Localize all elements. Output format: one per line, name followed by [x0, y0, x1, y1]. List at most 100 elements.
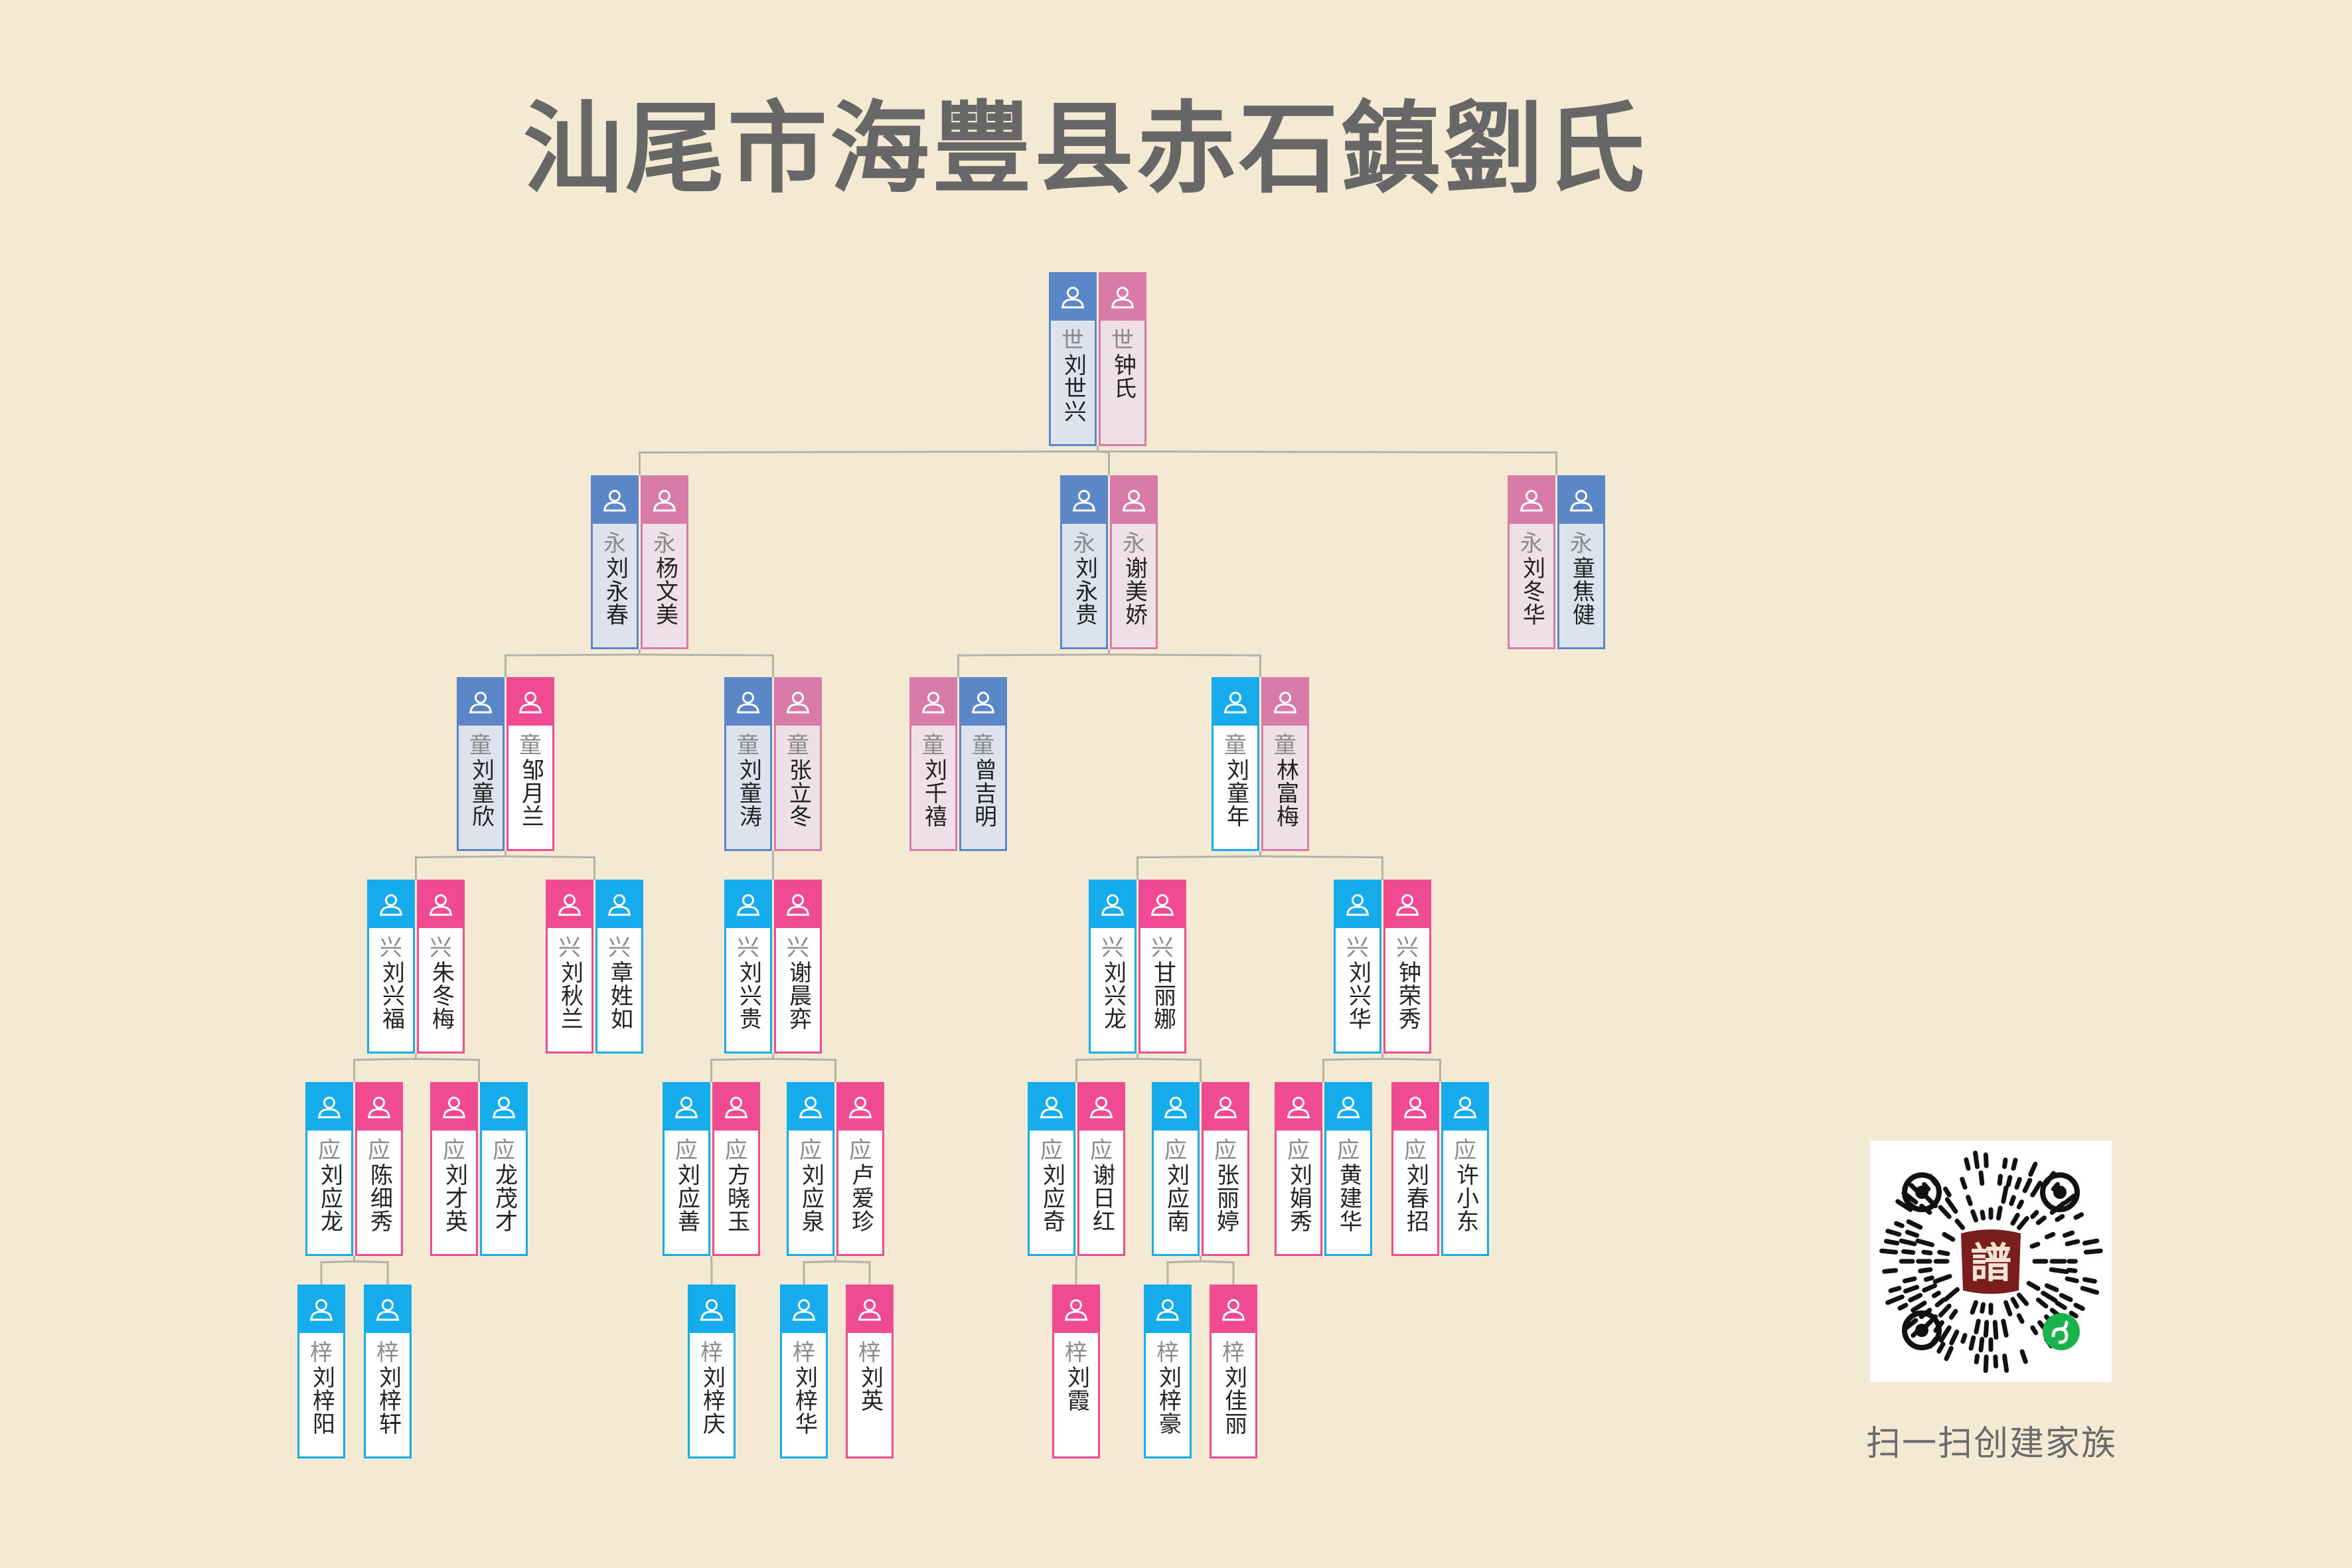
member-card[interactable]: 童曾吉明: [959, 677, 1007, 851]
member-card[interactable]: 童林富梅: [1261, 677, 1309, 851]
member-card[interactable]: 梓刘梓阳: [297, 1285, 345, 1458]
member-avatar: [1443, 1084, 1487, 1131]
member-card[interactable]: 童刘童欣: [457, 677, 505, 851]
member-avatar: [1204, 1084, 1247, 1131]
member-avatar: [789, 1084, 832, 1131]
member-card[interactable]: 兴甘丽娜: [1138, 880, 1186, 1054]
member-card[interactable]: 梓刘梓华: [780, 1285, 828, 1458]
person-icon: [608, 894, 631, 916]
member-card[interactable]: 童刘童涛: [724, 677, 772, 851]
member-card[interactable]: 永刘永春: [591, 475, 639, 649]
tree-connector-line: [1200, 1256, 1235, 1285]
generation-char: 兴: [1101, 935, 1124, 961]
generation-char: 兴: [380, 935, 402, 961]
member-card[interactable]: 兴刘兴贵: [724, 880, 772, 1054]
generation-char: 梓: [793, 1340, 815, 1366]
person-icon: [1570, 490, 1593, 512]
tree-connector-line: [710, 1054, 774, 1082]
member-card[interactable]: 兴章姓如: [595, 880, 643, 1054]
member-card[interactable]: 应刘应南: [1152, 1082, 1200, 1256]
member-card[interactable]: 应方晓玉: [712, 1082, 760, 1256]
member-card[interactable]: 应许小东: [1441, 1082, 1489, 1256]
member-card[interactable]: 应谢日红: [1077, 1082, 1125, 1256]
member-avatar: [597, 882, 641, 928]
member-name: 刘兴贵: [735, 961, 762, 1030]
member-card[interactable]: 童张立冬: [774, 677, 822, 851]
person-icon: [1090, 1097, 1113, 1119]
generation-char: 永: [1123, 530, 1145, 557]
member-card[interactable]: 应刘娟秀: [1275, 1082, 1322, 1256]
qr-code[interactable]: 譜: [1870, 1140, 2112, 1382]
member-card[interactable]: 兴朱冬梅: [417, 880, 465, 1054]
member-card[interactable]: 应刘应泉: [787, 1082, 834, 1256]
member-card[interactable]: 永谢美娇: [1110, 475, 1158, 649]
generation-char: 应: [725, 1137, 747, 1164]
member-card[interactable]: 永童焦健: [1557, 475, 1605, 649]
tree-connector-line: [1381, 1054, 1441, 1082]
member-card[interactable]: 梓刘梓豪: [1144, 1285, 1192, 1458]
member-avatar: [1385, 882, 1429, 928]
member-card[interactable]: 兴谢晨弈: [774, 880, 822, 1054]
member-name: 林富梅: [1272, 758, 1299, 828]
member-card[interactable]: 兴刘兴华: [1334, 880, 1381, 1054]
member-card[interactable]: 应卢爱珍: [836, 1082, 884, 1256]
generation-char: 兴: [1396, 935, 1419, 961]
tree-connector-line: [772, 1054, 836, 1082]
member-card[interactable]: 永刘永贵: [1060, 475, 1108, 649]
member-avatar: [776, 882, 820, 928]
member-name: 张丽婷: [1212, 1163, 1239, 1233]
person-icon: [1156, 1299, 1179, 1321]
generation-char: 童: [519, 732, 542, 759]
member-name: 刘永春: [601, 556, 629, 626]
person-icon: [787, 894, 809, 916]
member-name: 钟荣秀: [1394, 961, 1421, 1030]
member-name: 刘英: [856, 1366, 884, 1412]
member-avatar: [299, 1287, 343, 1333]
generation-char: 兴: [787, 935, 809, 961]
member-card[interactable]: 应刘春招: [1391, 1082, 1439, 1256]
tree-connector-line: [1097, 446, 1557, 475]
member-name: 刘永贵: [1071, 556, 1098, 626]
member-card[interactable]: 兴刘兴龙: [1089, 880, 1137, 1054]
generation-char: 童: [1224, 732, 1247, 759]
member-card[interactable]: 梓刘英: [846, 1285, 894, 1458]
generation-char: 兴: [1151, 935, 1174, 961]
member-card[interactable]: 应刘才英: [430, 1082, 478, 1256]
member-name: 刘童年: [1222, 758, 1249, 828]
member-card[interactable]: 梓刘梓轩: [364, 1285, 412, 1458]
member-avatar: [848, 1287, 892, 1333]
member-card[interactable]: 梓刘梓庆: [688, 1285, 736, 1458]
member-avatar: [307, 1084, 351, 1131]
member-card[interactable]: 永杨文美: [641, 475, 688, 649]
member-avatar: [593, 477, 637, 524]
generation-char: 永: [1520, 530, 1543, 557]
member-card[interactable]: 童刘千禧: [909, 677, 957, 851]
member-card[interactable]: 应刘应善: [663, 1082, 710, 1256]
member-card[interactable]: 梓刘霞: [1052, 1285, 1100, 1458]
member-card[interactable]: 童刘童年: [1212, 677, 1259, 851]
member-avatar: [911, 679, 955, 726]
member-name: 刘梓轩: [374, 1366, 402, 1435]
member-card[interactable]: 永刘冬华: [1508, 475, 1555, 649]
member-card[interactable]: 世刘世兴: [1049, 272, 1097, 446]
member-card[interactable]: 兴钟荣秀: [1383, 880, 1431, 1054]
generation-char: 梓: [1222, 1340, 1245, 1366]
member-card[interactable]: 应陈细秀: [355, 1082, 403, 1256]
member-avatar: [1054, 1287, 1098, 1333]
generation-char: 应: [1337, 1137, 1360, 1164]
member-card[interactable]: 梓刘佳丽: [1210, 1285, 1257, 1458]
member-card[interactable]: 应刘应龙: [305, 1082, 353, 1256]
member-name: 朱冬梅: [428, 961, 455, 1030]
member-card[interactable]: 世钟氏: [1099, 272, 1146, 446]
member-card[interactable]: 应龙茂才: [480, 1082, 528, 1256]
member-card[interactable]: 应黄建华: [1324, 1082, 1372, 1256]
generation-char: 应: [493, 1137, 515, 1164]
member-card[interactable]: 应刘应奇: [1028, 1082, 1075, 1256]
member-card[interactable]: 童邹月兰: [507, 677, 554, 851]
member-card[interactable]: 应张丽婷: [1202, 1082, 1249, 1256]
member-card[interactable]: 兴刘兴福: [367, 880, 415, 1054]
person-icon: [1061, 287, 1084, 309]
person-icon: [493, 1097, 515, 1119]
member-card[interactable]: 兴刘秋兰: [546, 880, 593, 1054]
tree-connector-line: [505, 851, 595, 880]
